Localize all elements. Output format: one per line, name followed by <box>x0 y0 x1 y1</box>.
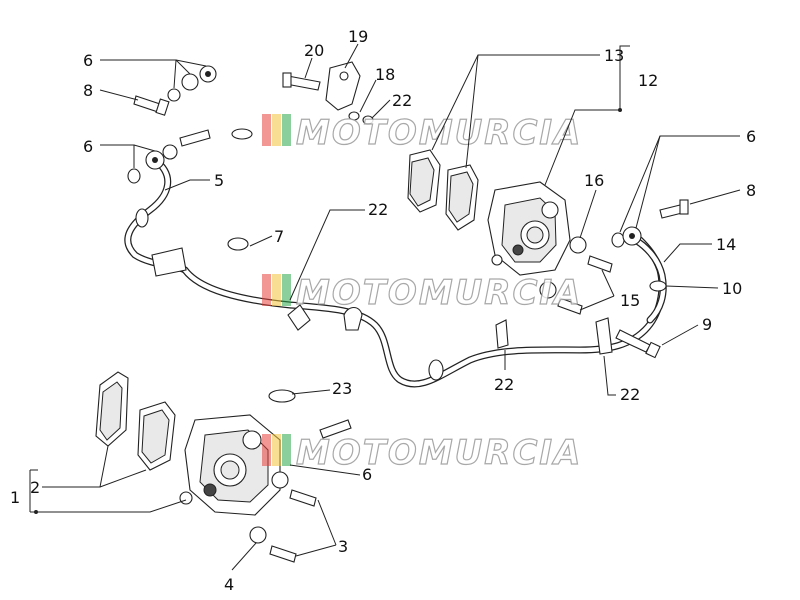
label-13: 13 <box>604 46 624 65</box>
label-6: 6 <box>362 465 372 484</box>
label-6: 6 <box>83 51 93 70</box>
label-12: 12 <box>638 71 658 90</box>
label-23: 23 <box>332 379 352 398</box>
label-19: 22 <box>392 91 412 110</box>
label-18: 20 <box>304 41 324 60</box>
leader-lines <box>29 43 741 571</box>
watermark-logo: MOTOMURCIA <box>262 112 582 154</box>
label-20: 18 <box>375 65 395 84</box>
label-6: 6 <box>746 127 756 146</box>
watermark-logo: MOTOMURCIA <box>262 272 582 314</box>
part-labels: 6 8 6 5 7 20 19 18 22 13 12 22 6 8 16 14… <box>10 27 756 594</box>
label-4: 4 <box>224 575 234 594</box>
banjo-fittings-left <box>127 65 217 184</box>
front-brake-caliper <box>95 371 352 563</box>
label-2: 2 <box>30 478 40 497</box>
rear-brake-caliper <box>407 149 613 315</box>
watermark-logo: MOTOMURCIA <box>262 432 582 474</box>
watermark-text: MOTOMURCIA <box>296 113 582 153</box>
watermark-text: MOTOMURCIA <box>296 433 582 473</box>
watermark: MOTOMURCIA MOTOMURCIA MOTOMURCIA <box>262 112 582 474</box>
hose-clamps <box>135 128 667 403</box>
label-15: 15 <box>620 291 640 310</box>
label-1: 1 <box>10 488 20 507</box>
label-9: 9 <box>702 315 712 334</box>
label-22: 22 <box>494 375 514 394</box>
watermark-text: MOTOMURCIA <box>296 273 582 313</box>
label-22: 22 <box>368 200 388 219</box>
label-7: 7 <box>274 227 284 246</box>
label-6: 6 <box>83 137 93 156</box>
label-8: 8 <box>746 181 756 200</box>
label-22: 22 <box>620 385 640 404</box>
banjo-fittings-right <box>611 199 689 359</box>
label-16: 16 <box>584 171 604 190</box>
bracket-assembly-top <box>282 61 374 125</box>
label-3: 3 <box>338 537 348 556</box>
label-5: 5 <box>214 171 224 190</box>
label-14: 14 <box>716 235 736 254</box>
label-8: 8 <box>83 81 93 100</box>
label-17: 19 <box>348 27 368 46</box>
label-10: 10 <box>722 279 742 298</box>
